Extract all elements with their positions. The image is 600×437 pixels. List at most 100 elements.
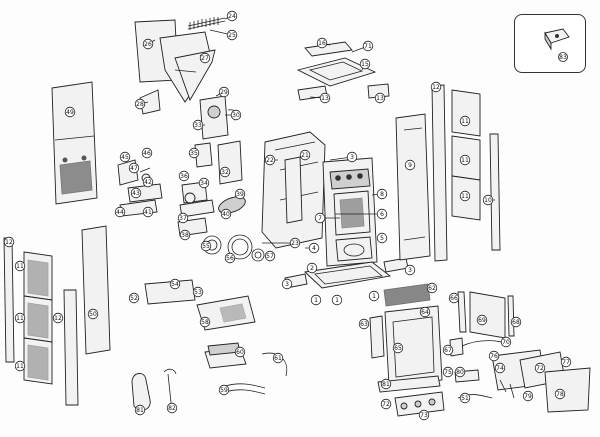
part-label-circle <box>314 212 326 224</box>
part-label-15: 15 <box>359 58 371 70</box>
part-label-circle <box>128 162 140 174</box>
part-base-frame <box>284 257 409 289</box>
part-label-28: 28 <box>134 98 146 110</box>
part-label-46: 46 <box>141 147 153 159</box>
part-label-11: 11 <box>14 260 26 272</box>
part-label-circle <box>306 262 318 274</box>
part-label-circle <box>134 98 146 110</box>
part-label-circle <box>426 282 438 294</box>
part-label-58: 58 <box>199 316 211 328</box>
part-label-34: 34 <box>198 177 210 189</box>
part-label-circle <box>219 166 231 178</box>
part-label-text: 80 <box>456 369 464 376</box>
part-label-5: 5 <box>376 232 388 244</box>
part-label-text: 41 <box>144 209 152 216</box>
part-label-circle <box>358 318 370 330</box>
part-label-circle <box>316 37 328 49</box>
part-lower-middle <box>144 279 288 395</box>
part-label-text: 12 <box>5 239 13 246</box>
part-label-text: 5 <box>380 235 384 242</box>
part-label-text: 63 <box>360 321 368 328</box>
part-label-text: 58 <box>201 319 209 326</box>
part-label-text: 65 <box>394 345 402 352</box>
part-label-37: 37 <box>177 212 189 224</box>
part-label-circle <box>488 350 500 362</box>
part-label-circle <box>494 362 506 374</box>
part-label-1: 1 <box>310 294 322 306</box>
part-label-circle <box>459 392 471 404</box>
part-label-72: 72 <box>380 398 392 410</box>
part-label-text: 76 <box>490 353 498 360</box>
part-label-73: 73 <box>418 409 430 421</box>
part-label-53: 53 <box>192 286 204 298</box>
part-label-circle <box>419 306 431 318</box>
part-label-circle <box>459 154 471 166</box>
part-label-circle <box>374 92 386 104</box>
part-label-13: 13 <box>319 92 331 104</box>
part-label-6: 6 <box>376 208 388 220</box>
part-label-circle <box>142 38 154 50</box>
part-label-36: 36 <box>178 170 190 182</box>
part-label-24: 24 <box>226 10 238 22</box>
part-label-text: 27 <box>201 55 209 62</box>
part-label-text: 13 <box>376 95 384 102</box>
part-label-circle <box>534 362 546 374</box>
part-label-circle <box>220 208 232 220</box>
part-label-circle <box>179 229 191 241</box>
part-label-text: 9 <box>408 162 412 169</box>
part-label-text: 11 <box>461 118 469 125</box>
part-label-65: 65 <box>392 342 404 354</box>
part-label-text: 29 <box>220 89 228 96</box>
part-label-text: 78 <box>556 391 564 398</box>
part-label-text: 3 <box>350 154 354 161</box>
part-label-text: 73 <box>420 412 428 419</box>
part-cluster-left <box>117 159 163 217</box>
part-label-circle <box>199 316 211 328</box>
part-label-71: 71 <box>362 40 374 52</box>
part-label-69: 69 <box>476 314 488 326</box>
part-label-68: 68 <box>510 316 522 328</box>
part-label-circle <box>289 237 301 249</box>
part-label-74: 74 <box>494 362 506 374</box>
part-label-3: 3 <box>281 278 293 290</box>
part-label-11: 11 <box>459 115 471 127</box>
part-label-circle <box>114 206 126 218</box>
part-label-11: 11 <box>459 190 471 202</box>
part-label-text: 77 <box>562 359 570 366</box>
part-label-12: 12 <box>3 236 15 248</box>
part-label-circle <box>134 404 146 416</box>
part-label-text: 71 <box>364 43 372 50</box>
part-label-circle <box>510 316 522 328</box>
part-label-8: 8 <box>376 188 388 200</box>
part-label-text: 60 <box>236 349 244 356</box>
part-label-circle <box>142 206 154 218</box>
part-label-circle <box>359 58 371 70</box>
part-label-text: 54 <box>171 281 179 288</box>
part-label-81: 81 <box>380 378 392 390</box>
part-back-frame <box>261 131 326 249</box>
part-label-text: 52 <box>130 295 138 302</box>
part-label-55: 55 <box>200 240 212 252</box>
part-label-81: 81 <box>134 404 146 416</box>
part-label-64: 64 <box>419 306 431 318</box>
part-label-11: 11 <box>14 312 26 324</box>
part-label-circle <box>218 86 230 98</box>
part-label-circle <box>442 344 454 356</box>
part-label-82: 82 <box>166 402 178 414</box>
part-label-72: 72 <box>534 362 546 374</box>
part-label-circle <box>166 402 178 414</box>
part-label-text: 36 <box>180 173 188 180</box>
part-label-text: 55 <box>202 243 210 250</box>
part-label-text: 59 <box>220 387 228 394</box>
part-label-57: 57 <box>264 250 276 262</box>
part-label-text: 35 <box>190 150 198 157</box>
part-label-59: 59 <box>218 384 230 396</box>
part-label-75: 75 <box>442 366 454 378</box>
detail-inset-box: 83 <box>514 14 586 73</box>
part-door-assembly <box>369 283 443 393</box>
part-label-circle <box>87 308 99 320</box>
part-label-text: 21 <box>301 152 309 159</box>
part-label-circle <box>188 147 200 159</box>
